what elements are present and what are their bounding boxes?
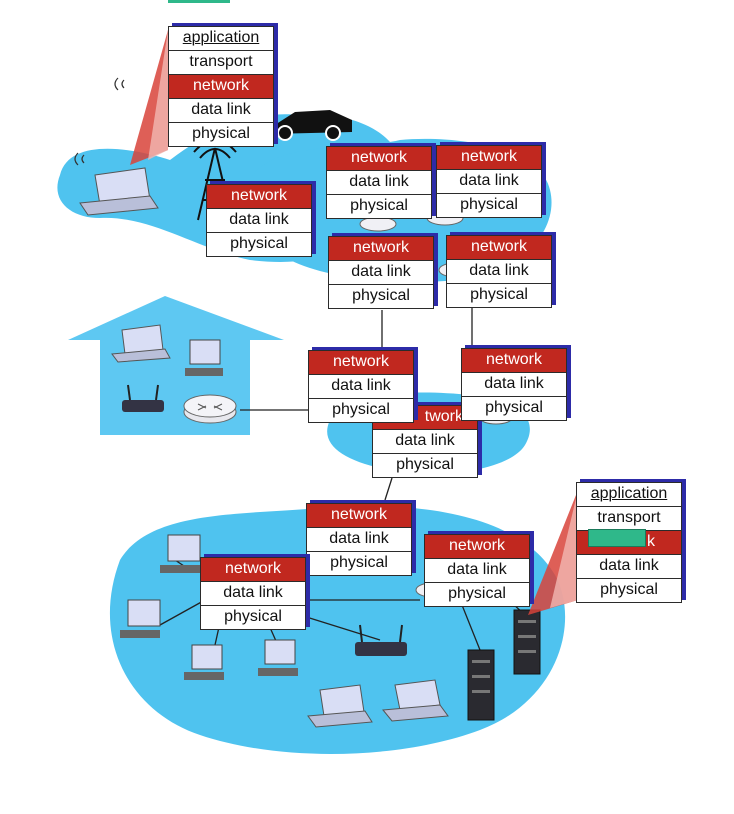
data-link-layer: data link	[437, 169, 541, 193]
car-icon	[270, 110, 352, 141]
network-layer: network	[327, 147, 431, 170]
data-link-layer: data link	[329, 260, 433, 284]
data-link-layer: data link	[577, 554, 681, 578]
physical-layer: physical	[207, 232, 311, 256]
data-link-layer: data link	[447, 259, 551, 283]
data-link-layer: data link	[169, 98, 273, 122]
router-stack-isp-3: network data link physical	[328, 236, 434, 309]
router-stack-tower: network data link physical	[206, 184, 312, 257]
data-link-layer: data link	[207, 208, 311, 232]
data-link-layer: data link	[462, 372, 566, 396]
physical-layer: physical	[462, 396, 566, 420]
network-layer: network	[329, 237, 433, 260]
desktop-icon	[184, 644, 224, 680]
highlight-box	[588, 529, 646, 547]
highlight-strip	[168, 0, 230, 3]
physical-layer: physical	[307, 551, 411, 575]
physical-layer: physical	[447, 283, 551, 307]
physical-layer: physical	[201, 605, 305, 629]
transport-layer: transport	[577, 506, 681, 530]
router-stack-isp-2: network data link physical	[436, 145, 542, 218]
data-link-layer: data link	[309, 374, 413, 398]
data-link-layer: data link	[201, 581, 305, 605]
router-stack-enterprise-edge: network data link physical	[306, 503, 412, 576]
router-icon	[359, 216, 397, 232]
router-stack-datacenter: network data link physical	[424, 534, 530, 607]
network-layer: network	[462, 349, 566, 372]
physical-layer: physical	[169, 122, 273, 146]
physical-layer: physical	[577, 578, 681, 602]
house-icon	[68, 296, 284, 340]
wifi-ap-icon	[122, 384, 164, 412]
wifi-ap-icon	[355, 624, 407, 656]
data-link-layer: data link	[307, 527, 411, 551]
host-protocol-stack-mobile: application transport network data link …	[168, 26, 274, 147]
router-stack-enterprise-lan: network data link physical	[200, 557, 306, 630]
physical-layer: physical	[327, 194, 431, 218]
desktop-icon	[160, 534, 201, 573]
router-icon	[183, 394, 237, 424]
server-icon	[513, 609, 541, 675]
network-layer: network	[307, 504, 411, 527]
network-layer: network	[207, 185, 311, 208]
network-layer: network	[447, 236, 551, 259]
router-stack-regional: twork data link physical	[372, 405, 478, 478]
router-stack-isp-1: network data link physical	[326, 146, 432, 219]
network-layer: network	[201, 558, 305, 581]
router-stack-regional-2: network data link physical	[461, 348, 567, 421]
network-layer: network	[169, 74, 273, 98]
physical-layer: physical	[373, 453, 477, 477]
application-layer: application	[590, 485, 668, 502]
router-stack-isp-4: network data link physical	[446, 235, 552, 308]
network-layer: network	[425, 535, 529, 558]
physical-layer: physical	[309, 398, 413, 422]
network-layer: network	[309, 351, 413, 374]
network-layer: network	[437, 146, 541, 169]
router-stack-home-uplink: network data link physical	[308, 350, 414, 423]
data-link-layer: data link	[327, 170, 431, 194]
desktop-icon	[185, 339, 223, 376]
server-icon	[467, 649, 495, 721]
desktop-icon	[258, 639, 298, 676]
application-layer: application	[182, 29, 260, 46]
physical-layer: physical	[329, 284, 433, 308]
data-link-layer: data link	[425, 558, 529, 582]
laptop-icon	[382, 679, 449, 722]
laptop-icon	[307, 684, 373, 728]
laptop-icon	[111, 324, 171, 363]
physical-layer: physical	[425, 582, 529, 606]
transport-layer: transport	[169, 50, 273, 74]
data-link-layer: data link	[373, 429, 477, 453]
physical-layer: physical	[437, 193, 541, 217]
desktop-icon	[120, 599, 161, 638]
laptop-icon	[79, 167, 159, 216]
